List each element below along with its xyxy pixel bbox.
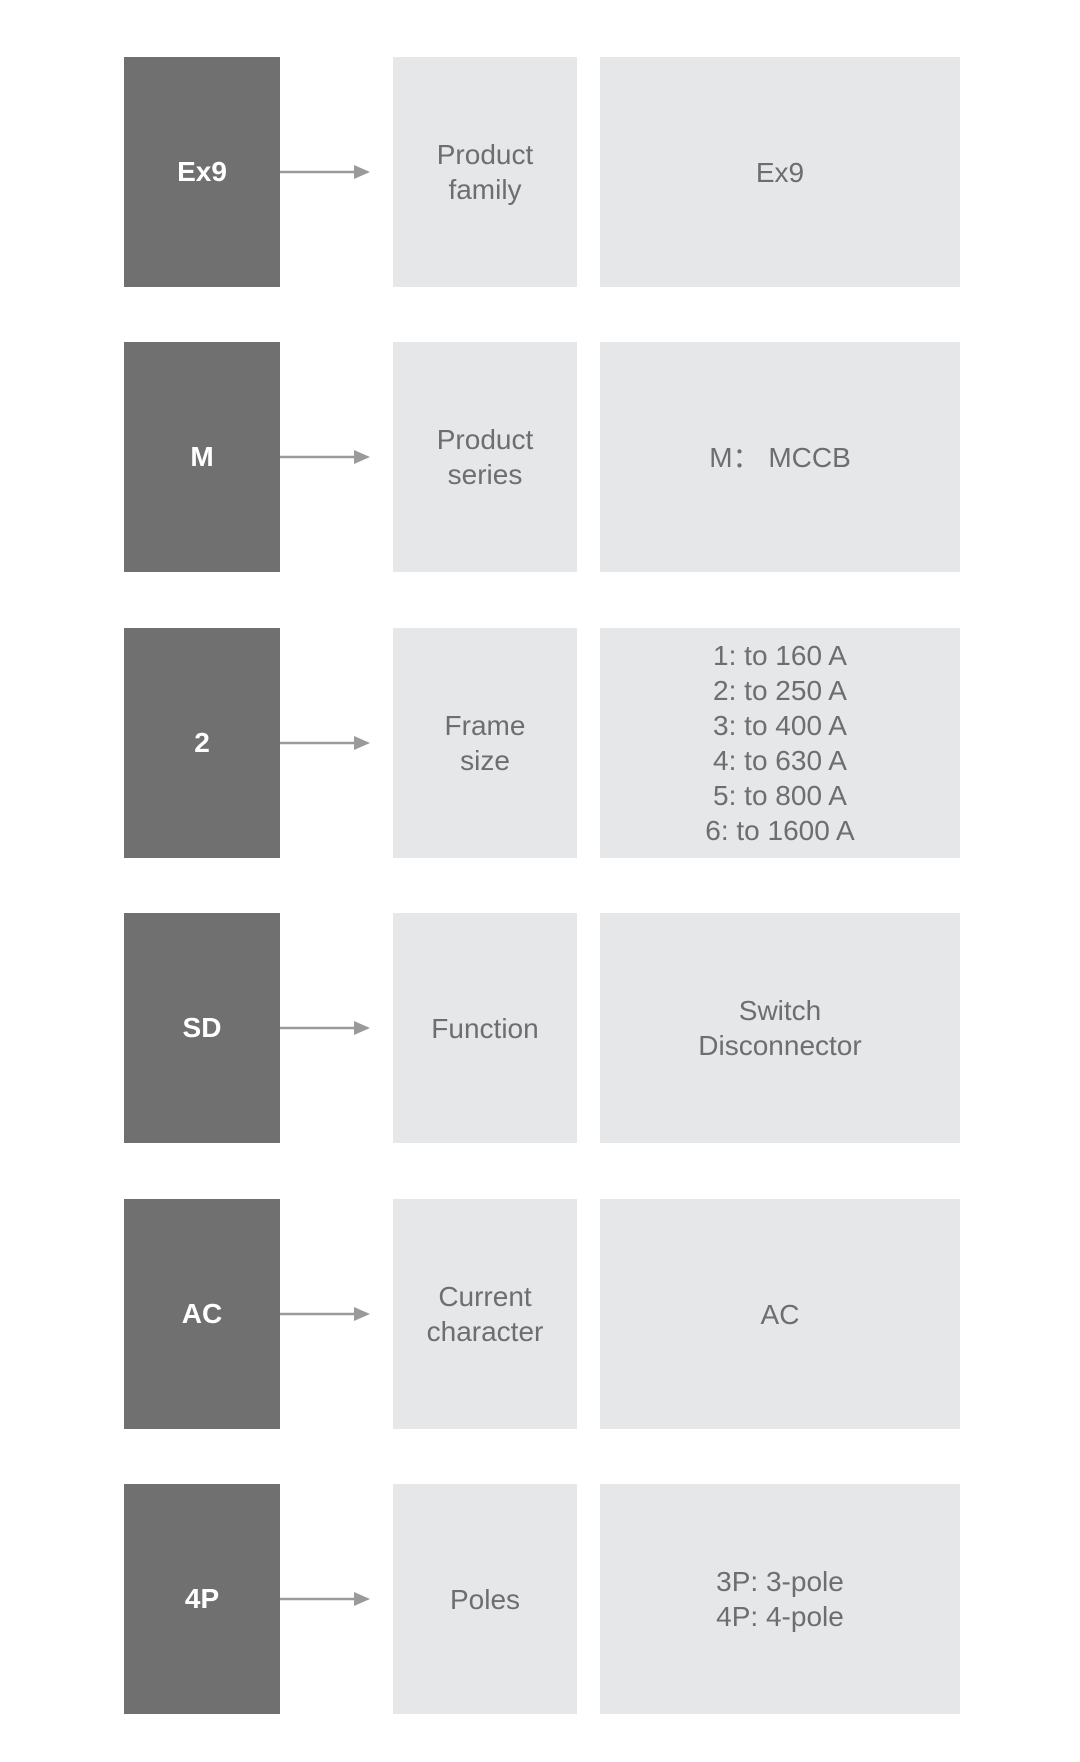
label-text: Function xyxy=(431,1012,539,1044)
code-box: Ex9 xyxy=(124,57,280,287)
value-text: 3P: 3-pole 4P: 4-pole xyxy=(716,1566,844,1632)
code-text: AC xyxy=(181,1298,223,1329)
arrow-icon xyxy=(280,1307,370,1321)
label-box: Product series xyxy=(393,342,577,572)
arrow-icon xyxy=(280,1021,370,1035)
label-box: Poles xyxy=(393,1484,577,1714)
value-text: 1: to 160 A 2: to 250 A 3: to 400 A 4: t… xyxy=(705,640,855,846)
code-box: M xyxy=(124,342,280,572)
label-box: Product family xyxy=(393,57,577,287)
label-text: Frame size xyxy=(444,710,526,776)
code-text: SD xyxy=(182,1012,222,1043)
value-box: 1: to 160 A 2: to 250 A 3: to 400 A 4: t… xyxy=(600,628,960,858)
value-box: AC xyxy=(600,1199,960,1429)
value-text: M： MCCB xyxy=(709,441,851,473)
code-text: Ex9 xyxy=(177,156,227,187)
code-text: 4P xyxy=(184,1583,220,1614)
label-text: Poles xyxy=(449,1583,521,1615)
code-box: 2 xyxy=(124,628,280,858)
arrow-icon xyxy=(280,165,370,179)
value-text: Switch Disconnector xyxy=(698,995,862,1061)
arrow-icon xyxy=(280,736,370,750)
value-text: AC xyxy=(760,1298,800,1330)
value-box: 3P: 3-pole 4P: 4-pole xyxy=(600,1484,960,1714)
label-box: Current character xyxy=(393,1199,577,1429)
code-box: SD xyxy=(124,913,280,1143)
row-product-family: Ex9 Product family Ex9 xyxy=(0,57,1080,287)
code-text: M xyxy=(190,441,214,472)
code-box: AC xyxy=(124,1199,280,1429)
label-box: Frame size xyxy=(393,628,577,858)
row-frame-size: 2 Frame size 1: to 160 A 2: to 250 A 3: … xyxy=(0,628,1080,858)
value-box: Ex9 xyxy=(600,57,960,287)
code-text: 2 xyxy=(194,727,210,758)
row-product-series: M Product series M： MCCB xyxy=(0,342,1080,572)
row-poles: 4P Poles 3P: 3-pole 4P: 4-pole xyxy=(0,1484,1080,1714)
value-text: Ex9 xyxy=(755,156,805,188)
arrow-icon xyxy=(280,450,370,464)
value-box: Switch Disconnector xyxy=(600,913,960,1143)
arrow-icon xyxy=(280,1592,370,1606)
value-box: M： MCCB xyxy=(600,342,960,572)
label-text: Product series xyxy=(436,424,534,490)
label-text: Current character xyxy=(426,1281,544,1347)
label-text: Product family xyxy=(436,139,534,205)
row-current-character: AC Current character AC xyxy=(0,1199,1080,1429)
row-function: SD Function Switch Disconnector xyxy=(0,913,1080,1143)
code-box: 4P xyxy=(124,1484,280,1714)
label-box: Function xyxy=(393,913,577,1143)
